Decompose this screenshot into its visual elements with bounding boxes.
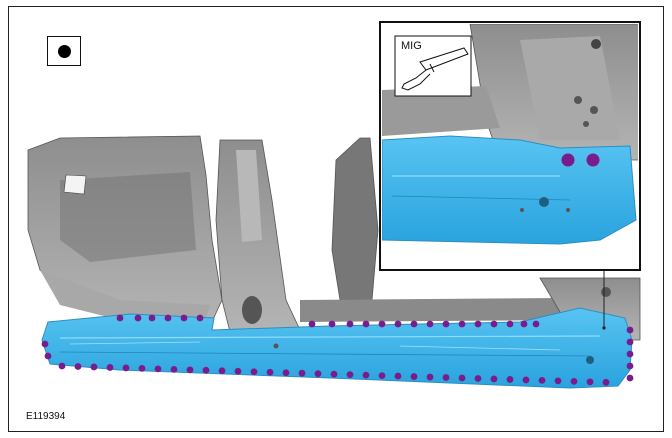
weld-spots bbox=[41, 314, 634, 386]
weld-spot bbox=[538, 377, 546, 384]
weld-spot bbox=[122, 364, 130, 372]
weld-spot bbox=[202, 366, 210, 374]
weld-spot bbox=[458, 374, 466, 382]
body-structure bbox=[27, 135, 641, 341]
weld-spot bbox=[138, 365, 146, 372]
weld-spot bbox=[234, 367, 242, 375]
weld-spot bbox=[410, 373, 418, 380]
weld-spot bbox=[626, 338, 634, 346]
inset-detail-view bbox=[379, 21, 641, 271]
weld-spot bbox=[74, 363, 82, 370]
weld-spot bbox=[218, 367, 226, 375]
weld-spot bbox=[554, 377, 562, 385]
weld-spot bbox=[394, 320, 402, 328]
weld-spot bbox=[106, 364, 114, 371]
weld-spot bbox=[164, 314, 172, 322]
weld-spot bbox=[41, 340, 49, 348]
weld-spot-legend bbox=[47, 36, 81, 66]
weld-spot bbox=[362, 371, 370, 379]
weld-spot bbox=[346, 320, 354, 328]
weld-spot bbox=[186, 366, 194, 374]
weld-spot bbox=[474, 375, 482, 382]
weld-spot bbox=[298, 369, 306, 377]
weld-spot bbox=[308, 320, 316, 328]
weld-spot bbox=[426, 320, 434, 328]
weld-spot bbox=[626, 326, 634, 334]
weld-spot bbox=[314, 370, 322, 378]
weld-spot bbox=[626, 350, 634, 358]
weld-spot bbox=[458, 320, 466, 328]
weld-spot bbox=[154, 365, 162, 373]
weld-spot-icon bbox=[58, 45, 71, 58]
weld-spot bbox=[506, 376, 514, 383]
weld-spot bbox=[250, 368, 258, 376]
weld-spot bbox=[148, 314, 156, 322]
weld-spot bbox=[506, 320, 514, 328]
weld-spot bbox=[570, 377, 578, 385]
weld-spot bbox=[170, 365, 178, 373]
weld-spot bbox=[116, 314, 124, 322]
weld-spot bbox=[474, 320, 482, 328]
weld-spot bbox=[490, 375, 498, 383]
weld-spot bbox=[520, 320, 528, 328]
weld-spot bbox=[44, 352, 52, 360]
weld-spot bbox=[58, 362, 66, 370]
weld-spot bbox=[586, 378, 594, 386]
weld-spot bbox=[346, 371, 354, 379]
weld-spot bbox=[282, 369, 290, 377]
weld-spot bbox=[532, 320, 540, 328]
mig-label: MIG bbox=[401, 40, 422, 52]
weld-spot bbox=[362, 320, 370, 328]
mig-welding-torch-icon bbox=[401, 47, 469, 91]
weld-spot bbox=[90, 363, 98, 371]
weld-spot bbox=[602, 378, 610, 386]
weld-spot bbox=[378, 320, 386, 328]
weld-spot bbox=[394, 372, 402, 380]
weld-spot bbox=[196, 314, 204, 322]
weld-spot bbox=[626, 374, 634, 382]
weld-spot bbox=[410, 320, 418, 328]
weld-spot bbox=[522, 376, 530, 384]
weld-spot bbox=[378, 372, 386, 379]
figure-reference: E119394 bbox=[26, 411, 66, 422]
weld-spot bbox=[180, 314, 188, 322]
weld-spot bbox=[134, 314, 142, 322]
weld-spot bbox=[490, 320, 498, 328]
weld-spot bbox=[328, 320, 336, 328]
weld-spot bbox=[426, 373, 434, 381]
weld-spot bbox=[626, 362, 634, 370]
weld-spot bbox=[266, 368, 274, 376]
weld-spot bbox=[442, 320, 450, 328]
weld-spot bbox=[330, 370, 338, 378]
weld-spot bbox=[442, 374, 450, 381]
